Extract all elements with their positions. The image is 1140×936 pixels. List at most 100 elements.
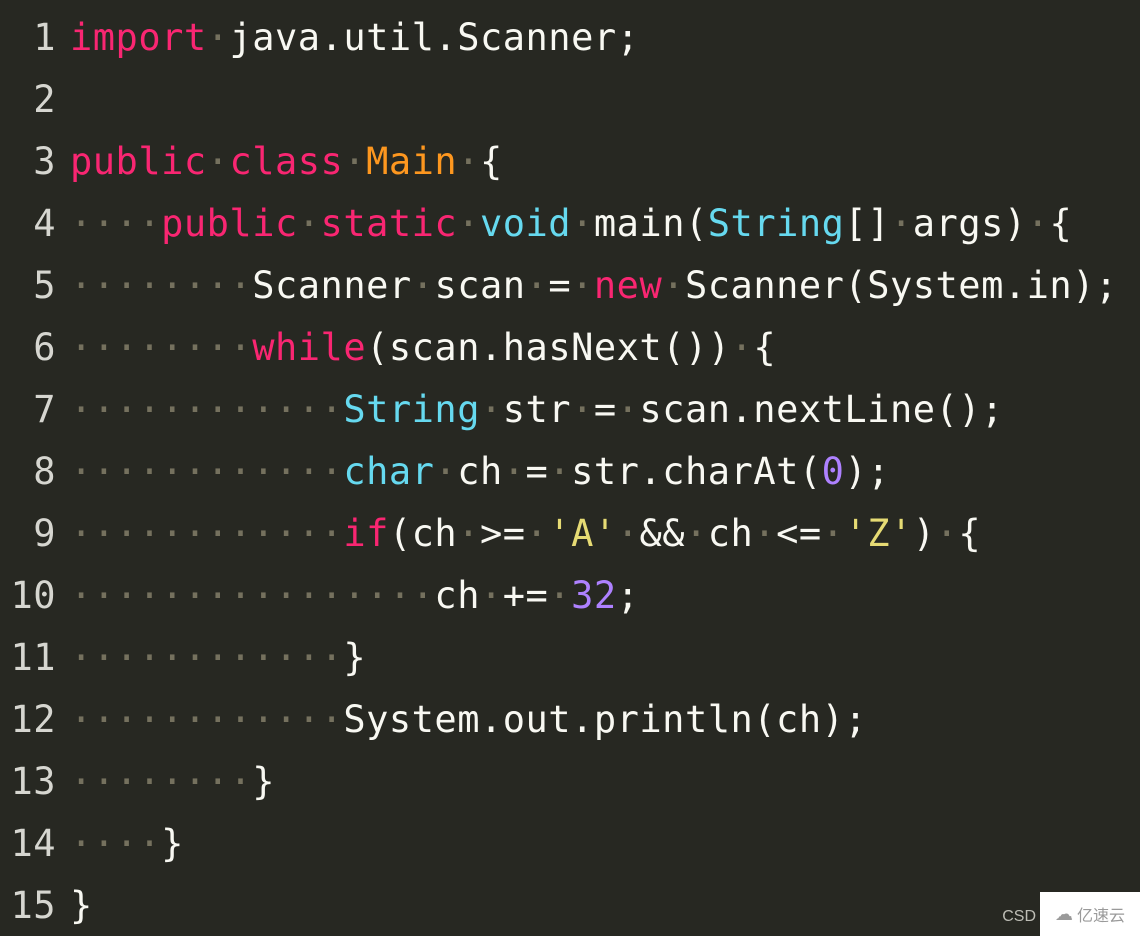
line-number: 10 bbox=[10, 573, 56, 617]
code-line[interactable]: 8············char·ch·=·str.charAt(0); bbox=[0, 440, 1140, 502]
code-line[interactable]: 11 ············} bbox=[0, 626, 1140, 688]
code-token: void bbox=[479, 201, 572, 245]
whitespace-marker: ···· bbox=[70, 821, 162, 865]
code-token: { bbox=[1049, 201, 1073, 245]
code-line[interactable]: 9············if(ch·>=·'A'·&&·ch·<=·'Z')·… bbox=[0, 502, 1140, 564]
whitespace-marker: · bbox=[571, 201, 594, 245]
code-token: Scanner(System.in); bbox=[685, 263, 1118, 307]
line-code: ············} bbox=[70, 636, 366, 679]
line-number: 8 bbox=[33, 449, 56, 493]
whitespace-marker: · bbox=[457, 201, 480, 245]
whitespace-marker: · bbox=[479, 387, 503, 431]
line-code: ················ch·+=·32; bbox=[70, 574, 639, 617]
whitespace-marker: · bbox=[343, 139, 367, 183]
code-line[interactable]: 15} bbox=[0, 874, 1140, 936]
line-number: 12 bbox=[10, 697, 56, 741]
whitespace-marker: ············ bbox=[70, 511, 344, 555]
code-token: } bbox=[252, 759, 275, 803]
line-number: 2 bbox=[33, 77, 56, 121]
whitespace-marker: · bbox=[616, 511, 640, 555]
watermark-brand-box: ☁ 亿速云 bbox=[1040, 892, 1140, 936]
code-token: if bbox=[343, 511, 389, 555]
whitespace-marker: ············ bbox=[70, 387, 344, 431]
line-code: ············if(ch·>=·'A'·&&·ch·<=·'Z')·{ bbox=[70, 512, 981, 555]
code-token: scan bbox=[434, 263, 526, 307]
code-token: 0 bbox=[821, 449, 845, 493]
code-line[interactable]: 12············System.out.println(ch); bbox=[0, 688, 1140, 750]
whitespace-marker: · bbox=[525, 511, 549, 555]
whitespace-marker: · bbox=[434, 449, 458, 493]
code-token: && bbox=[639, 511, 685, 555]
code-token: = bbox=[593, 387, 617, 431]
line-number: 14 bbox=[10, 821, 56, 865]
code-token: static bbox=[320, 201, 458, 245]
whitespace-marker: · bbox=[457, 139, 480, 183]
code-line[interactable]: 14 ····} bbox=[0, 812, 1140, 874]
line-number: 9 bbox=[33, 511, 56, 555]
line-number: 11 bbox=[10, 635, 56, 679]
line-number: 15 bbox=[10, 883, 56, 927]
code-token: { bbox=[753, 325, 777, 369]
code-token: <= bbox=[776, 511, 822, 555]
code-token: } bbox=[161, 821, 184, 865]
whitespace-marker: · bbox=[685, 511, 708, 555]
line-code: ········} bbox=[70, 760, 275, 803]
code-token: [] bbox=[844, 201, 890, 245]
code-token: 32 bbox=[571, 573, 617, 617]
whitespace-marker: · bbox=[935, 511, 959, 555]
code-token: public bbox=[161, 201, 298, 245]
whitespace-marker: · bbox=[616, 387, 640, 431]
code-token: (scan.hasNext()) bbox=[366, 325, 731, 369]
whitespace-marker: · bbox=[206, 15, 230, 59]
code-token: += bbox=[502, 573, 549, 617]
whitespace-marker: · bbox=[411, 263, 435, 307]
line-number: 3 bbox=[33, 139, 56, 183]
code-token: ch bbox=[707, 511, 754, 555]
line-number: 5 bbox=[33, 263, 56, 307]
code-token: } bbox=[70, 883, 93, 927]
code-token: Scanner bbox=[252, 263, 412, 307]
line-number: 4 bbox=[33, 201, 56, 245]
code-line[interactable]: 4····public·static·void·main(String[]·ar… bbox=[0, 192, 1140, 254]
code-token: main( bbox=[593, 201, 708, 245]
line-number: 6 bbox=[33, 325, 56, 369]
whitespace-marker: · bbox=[548, 573, 572, 617]
code-token: ) bbox=[912, 511, 936, 555]
code-token: = bbox=[525, 449, 549, 493]
whitespace-marker: · bbox=[1026, 201, 1050, 245]
code-token: ; bbox=[616, 573, 640, 617]
whitespace-marker: ············ bbox=[70, 449, 344, 493]
code-token: ch bbox=[457, 449, 503, 493]
watermark: CSD ☁ 亿速云 bbox=[1002, 892, 1140, 936]
cloud-logo-icon: ☁ bbox=[1054, 903, 1073, 925]
code-token: char bbox=[343, 449, 435, 493]
code-line[interactable]: 7············String·str·=·scan.nextLine(… bbox=[0, 378, 1140, 440]
code-line[interactable]: 6········while(scan.hasNext())·{ bbox=[0, 316, 1140, 378]
code-token: String bbox=[343, 387, 480, 431]
line-code: public·class·Main·{ bbox=[70, 140, 503, 183]
whitespace-marker: ········ bbox=[70, 759, 253, 803]
whitespace-marker: · bbox=[821, 511, 845, 555]
line-code: import·java.util.Scanner; bbox=[70, 16, 639, 59]
code-token: >= bbox=[479, 511, 526, 555]
code-token: scan.nextLine(); bbox=[639, 387, 1004, 431]
whitespace-marker: · bbox=[479, 573, 503, 617]
whitespace-marker: · bbox=[571, 387, 594, 431]
code-line[interactable]: 5········Scanner·scan·=·new·Scanner(Syst… bbox=[0, 254, 1140, 316]
line-code: ············String·str·=·scan.nextLine()… bbox=[70, 388, 1004, 431]
line-code: ········Scanner·scan·=·new·Scanner(Syste… bbox=[70, 264, 1118, 307]
code-line[interactable]: 13········} bbox=[0, 750, 1140, 812]
line-code: ····} bbox=[70, 822, 184, 865]
code-line[interactable]: 3 public·class·Main·{ bbox=[0, 130, 1140, 192]
code-token: java.util.Scanner; bbox=[229, 15, 640, 59]
whitespace-marker: · bbox=[889, 201, 913, 245]
whitespace-marker: · bbox=[525, 263, 549, 307]
whitespace-marker: · bbox=[457, 511, 480, 555]
watermark-brand-text: 亿速云 bbox=[1076, 906, 1125, 925]
code-line[interactable]: 2 bbox=[0, 68, 1140, 130]
code-token: = bbox=[548, 263, 572, 307]
code-token: System.out.println(ch); bbox=[343, 697, 868, 741]
code-line[interactable]: 10················ch·+=·32; bbox=[0, 564, 1140, 626]
